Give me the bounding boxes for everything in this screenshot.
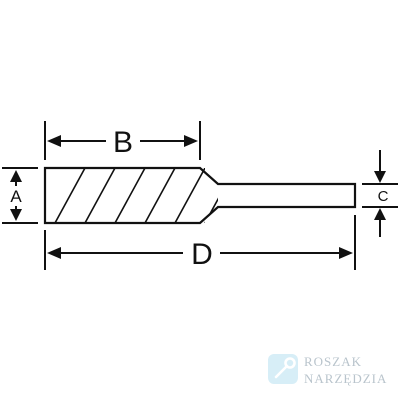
dimension-label-b: B [113,126,133,159]
dimension-label-d: D [191,238,213,271]
arrowhead-a-top [10,170,22,182]
dimension-b: B [44,121,201,160]
watermark-line-2: NARZĘDZIA [304,371,387,386]
arrowhead-b-right [184,135,198,147]
dimension-d: D [44,215,356,271]
dimension-label-c: C [378,188,389,205]
head-hatching [54,168,218,223]
dimension-label-a: A [10,187,22,206]
tool-outline [43,166,357,225]
arrowhead-d-left [47,247,61,259]
wrench-icon [274,357,296,379]
arrowhead-d-right [339,247,353,259]
dimension-a: A [2,167,38,224]
arrowhead-a-bottom [10,209,22,221]
dimension-c: C [362,150,398,237]
arrowhead-c-top [374,171,386,183]
arrowhead-b-left [47,135,61,147]
watermark-line-1: ROSZAK [304,354,362,369]
arrowhead-c-bottom [374,208,386,220]
watermark-logo: ROSZAK NARZĘDZIA [268,354,387,386]
